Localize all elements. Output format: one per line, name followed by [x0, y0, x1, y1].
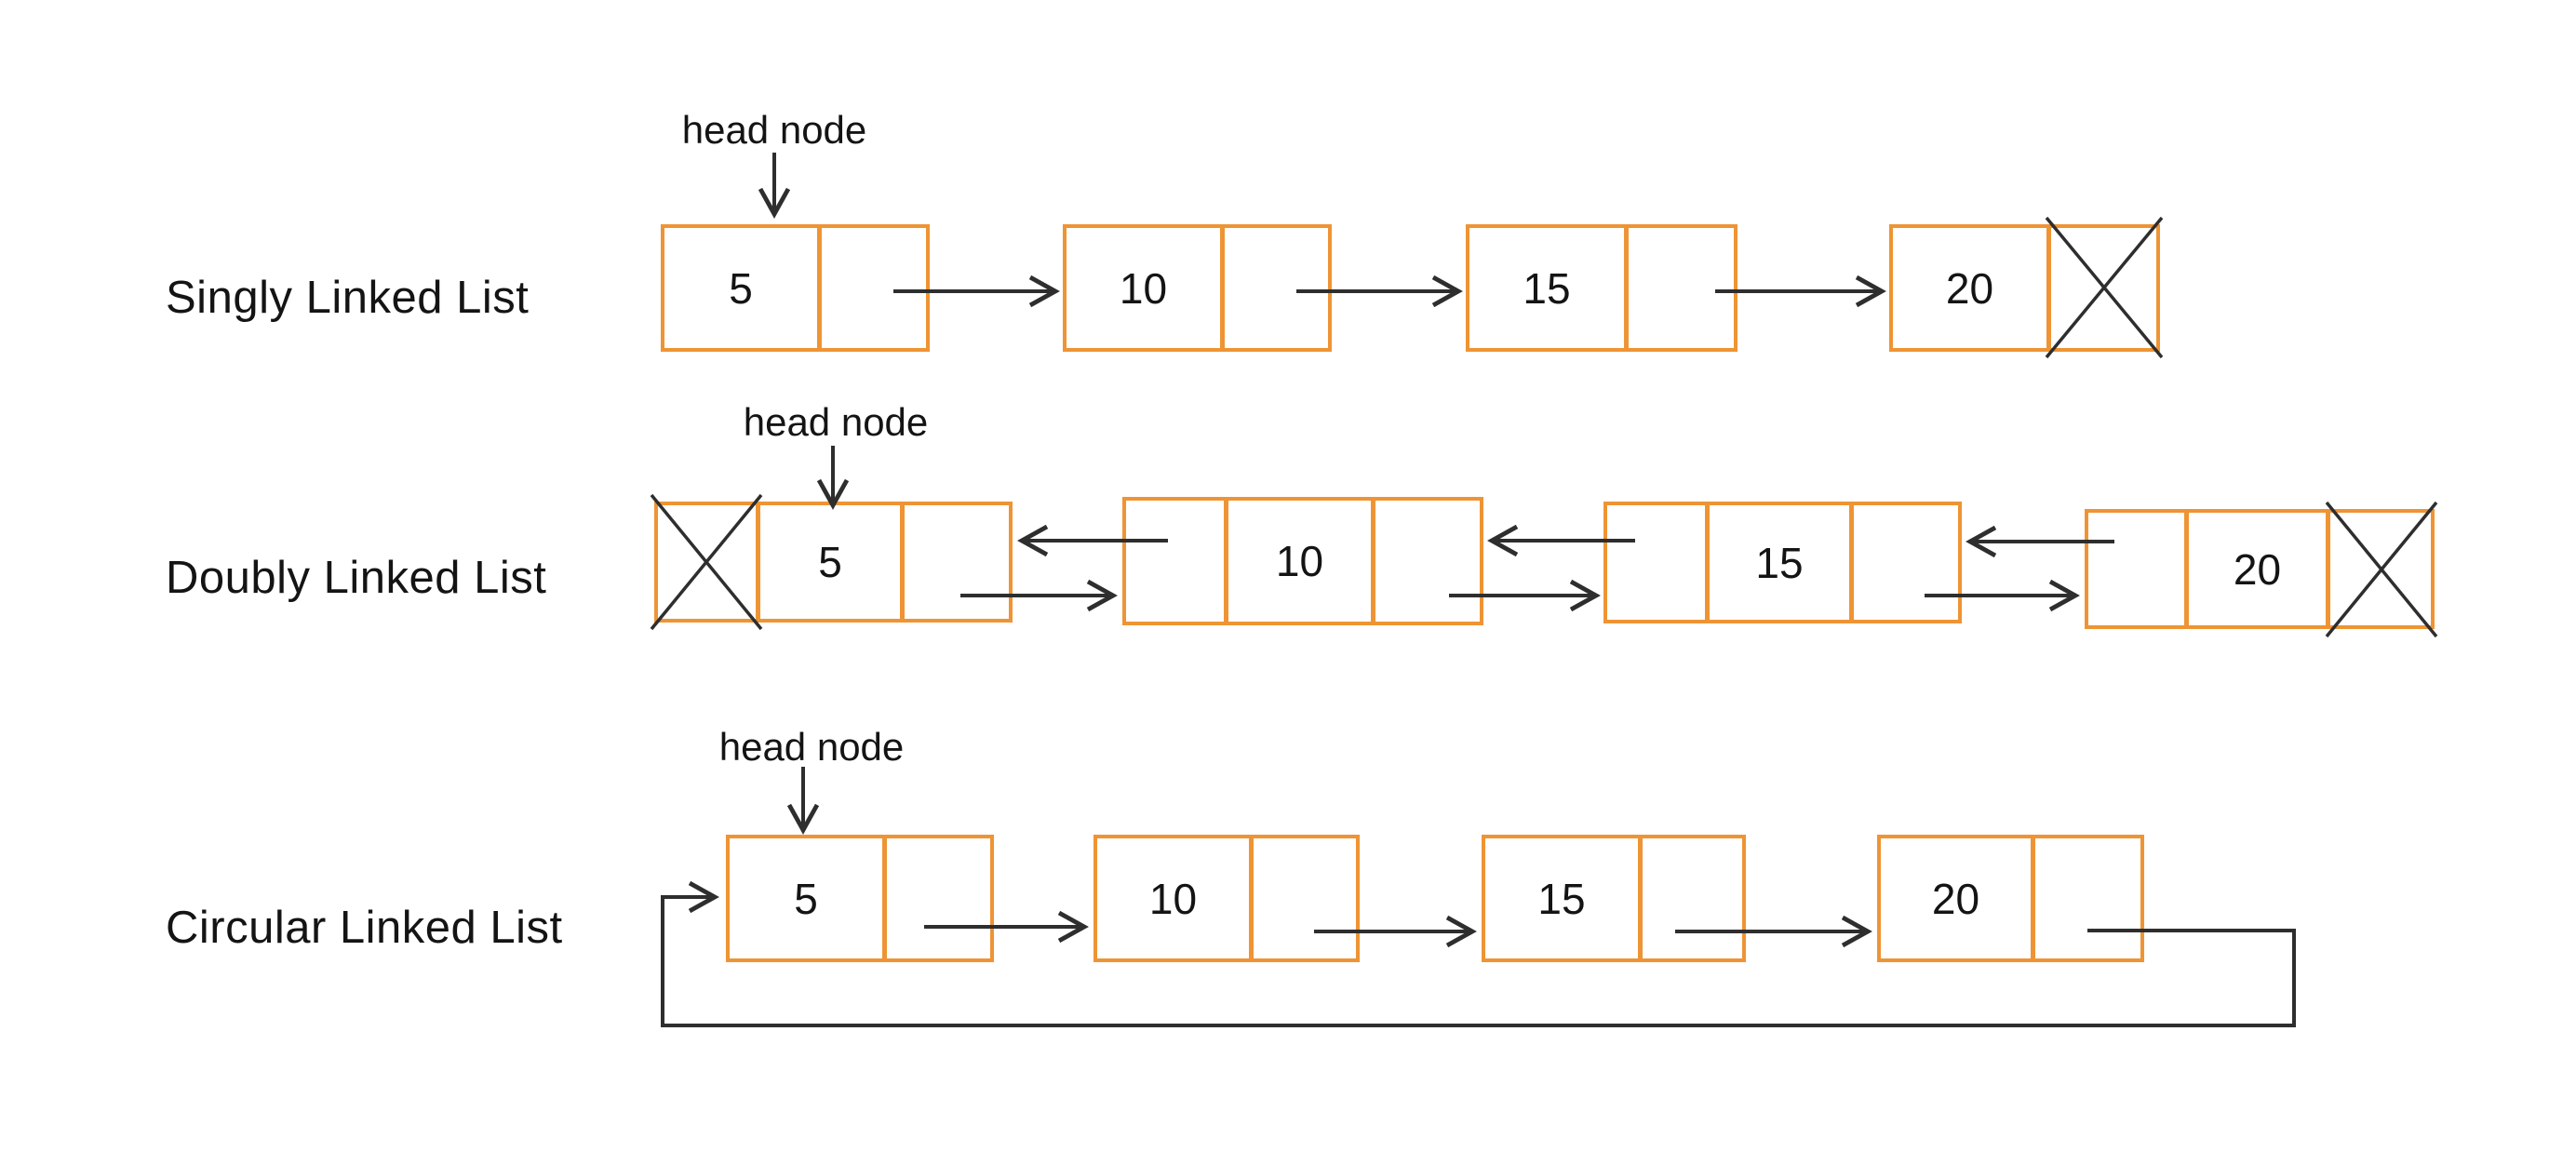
doubly-node-3: 15 [1603, 502, 1962, 623]
node-value: 5 [730, 838, 887, 958]
node-next-pointer-cell [1854, 505, 1958, 620]
row-label-doubly: Doubly Linked List [166, 553, 547, 603]
node-next-pointer-cell [1629, 228, 1734, 348]
node-null-pointer-cell [2330, 513, 2431, 625]
node-next-pointer-cell [822, 228, 926, 348]
node-next-pointer-cell [1643, 838, 1742, 958]
head-node-label-singly: head node [681, 108, 867, 152]
doubly-node-2: 10 [1122, 497, 1483, 625]
node-prev-pointer-cell [2088, 513, 2189, 625]
row-label-circular: Circular Linked List [166, 903, 563, 953]
singly-node-3: 15 [1466, 224, 1737, 352]
node-prev-pointer-cell [1607, 505, 1710, 620]
node-next-pointer-cell [1254, 838, 1356, 958]
node-value: 15 [1710, 505, 1854, 620]
node-prev-pointer-cell [1126, 501, 1228, 622]
node-value: 5 [760, 505, 905, 619]
node-value: 5 [664, 228, 822, 348]
node-next-pointer-cell [905, 505, 1009, 619]
doubly-node-1: 5 [654, 502, 1013, 623]
node-next-pointer-cell [887, 838, 990, 958]
singly-node-2: 10 [1063, 224, 1332, 352]
singly-node-4: 20 [1889, 224, 2160, 352]
node-next-pointer-cell [1225, 228, 1328, 348]
node-value: 10 [1228, 501, 1375, 622]
singly-node-1: 5 [661, 224, 930, 352]
head-node-label-doubly: head node [743, 400, 929, 444]
circular-node-1: 5 [726, 835, 994, 962]
doubly-node-4: 20 [2085, 509, 2435, 629]
head-node-label-circular: head node [718, 725, 905, 769]
node-value: 20 [1893, 228, 2051, 348]
node-next-pointer-cell [1375, 501, 1480, 622]
node-prev-pointer-cell [658, 505, 760, 619]
circular-node-3: 15 [1482, 835, 1746, 962]
node-value: 15 [1469, 228, 1629, 348]
row-label-singly: Singly Linked List [166, 273, 530, 323]
node-value: 15 [1485, 838, 1643, 958]
node-value: 10 [1097, 838, 1254, 958]
node-value: 20 [2189, 513, 2330, 625]
node-null-pointer-cell [2051, 228, 2156, 348]
circular-node-2: 10 [1093, 835, 1360, 962]
node-value: 20 [1881, 838, 2035, 958]
circular-node-4: 20 [1877, 835, 2144, 962]
node-value: 10 [1067, 228, 1225, 348]
node-next-pointer-cell [2035, 838, 2140, 958]
